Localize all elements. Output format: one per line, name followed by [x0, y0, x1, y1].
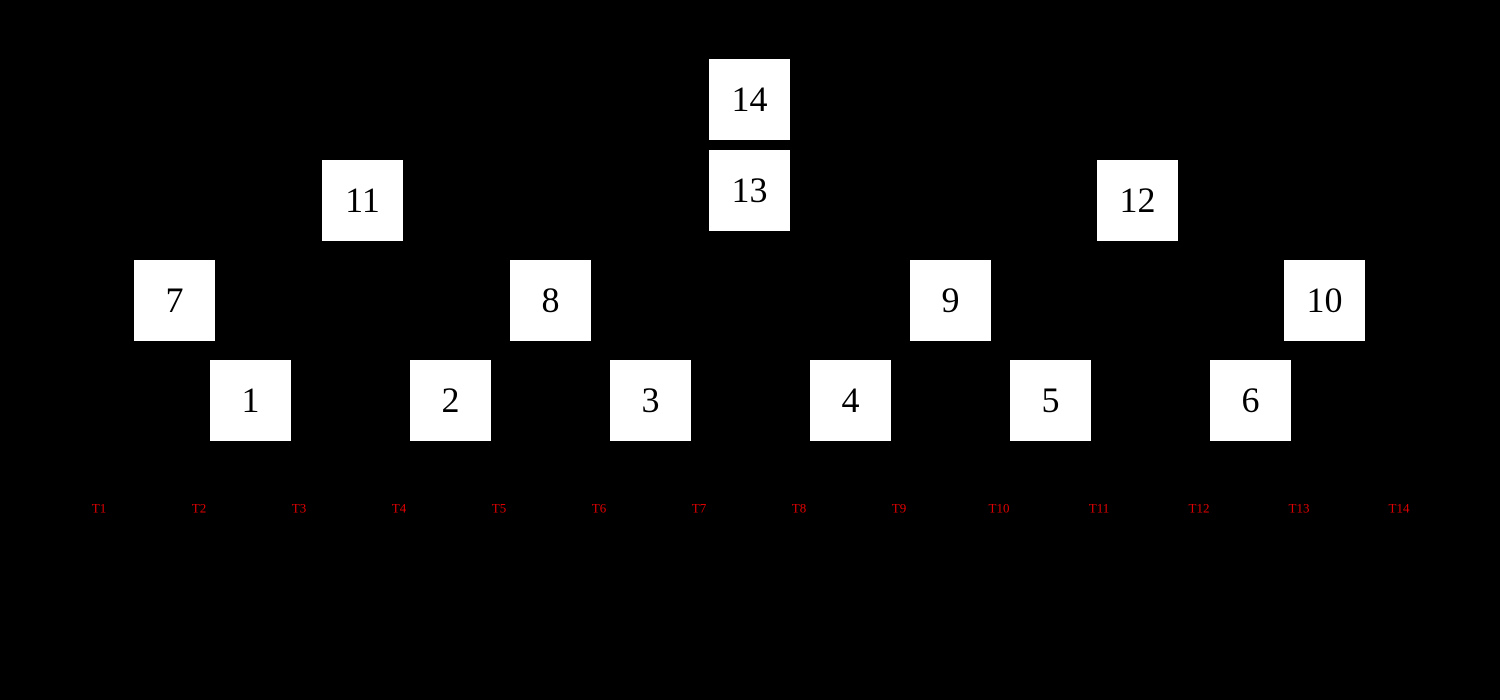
- node-box[interactable]: 12: [1097, 160, 1178, 241]
- axis-tick-label: T13: [1288, 500, 1310, 516]
- node-box-label: 12: [1119, 179, 1156, 220]
- axis-tick-label: T8: [791, 500, 807, 516]
- node-box[interactable]: 9: [910, 260, 991, 341]
- node-box[interactable]: 13: [709, 150, 790, 231]
- axis-tick-label: T1: [91, 500, 107, 516]
- axis-tick-label: T7: [691, 500, 707, 516]
- node-box[interactable]: 4: [810, 360, 891, 441]
- node-box-label: 3: [641, 379, 660, 420]
- axis-tick-label: T11: [1088, 500, 1110, 516]
- node-box-label: 2: [441, 379, 460, 420]
- axis-tick-label: T3: [291, 500, 307, 516]
- node-box[interactable]: 10: [1284, 260, 1365, 341]
- node-box[interactable]: 14: [709, 59, 790, 140]
- axis-tick-label: T5: [491, 500, 507, 516]
- node-box[interactable]: 1: [210, 360, 291, 441]
- node-box-label: 4: [841, 379, 860, 420]
- axis-tick-label: T14: [1388, 500, 1410, 516]
- node-box[interactable]: 3: [610, 360, 691, 441]
- node-box-label: 9: [941, 279, 960, 320]
- node-box-label: 8: [541, 279, 560, 320]
- axis-tick-label: T12: [1188, 500, 1210, 516]
- node-box-label: 7: [165, 279, 184, 320]
- axis-tick-label: T9: [891, 500, 907, 516]
- node-box-label: 14: [731, 78, 768, 119]
- node-box-label: 6: [1241, 379, 1260, 420]
- node-box-label: 13: [731, 169, 768, 210]
- node-box[interactable]: 2: [410, 360, 491, 441]
- axis-tick-label: T10: [988, 500, 1010, 516]
- axis-tick-label: T2: [191, 500, 207, 516]
- node-box[interactable]: 5: [1010, 360, 1091, 441]
- node-box[interactable]: 6: [1210, 360, 1291, 441]
- node-box-label: 11: [345, 179, 380, 220]
- node-box[interactable]: 11: [322, 160, 403, 241]
- node-box-label: 10: [1306, 279, 1343, 320]
- axis-tick-label: T6: [591, 500, 607, 516]
- node-box-label: 1: [241, 379, 260, 420]
- node-box-label: 5: [1041, 379, 1060, 420]
- axis-tick-label: T4: [391, 500, 407, 516]
- node-box[interactable]: 8: [510, 260, 591, 341]
- node-box[interactable]: 7: [134, 260, 215, 341]
